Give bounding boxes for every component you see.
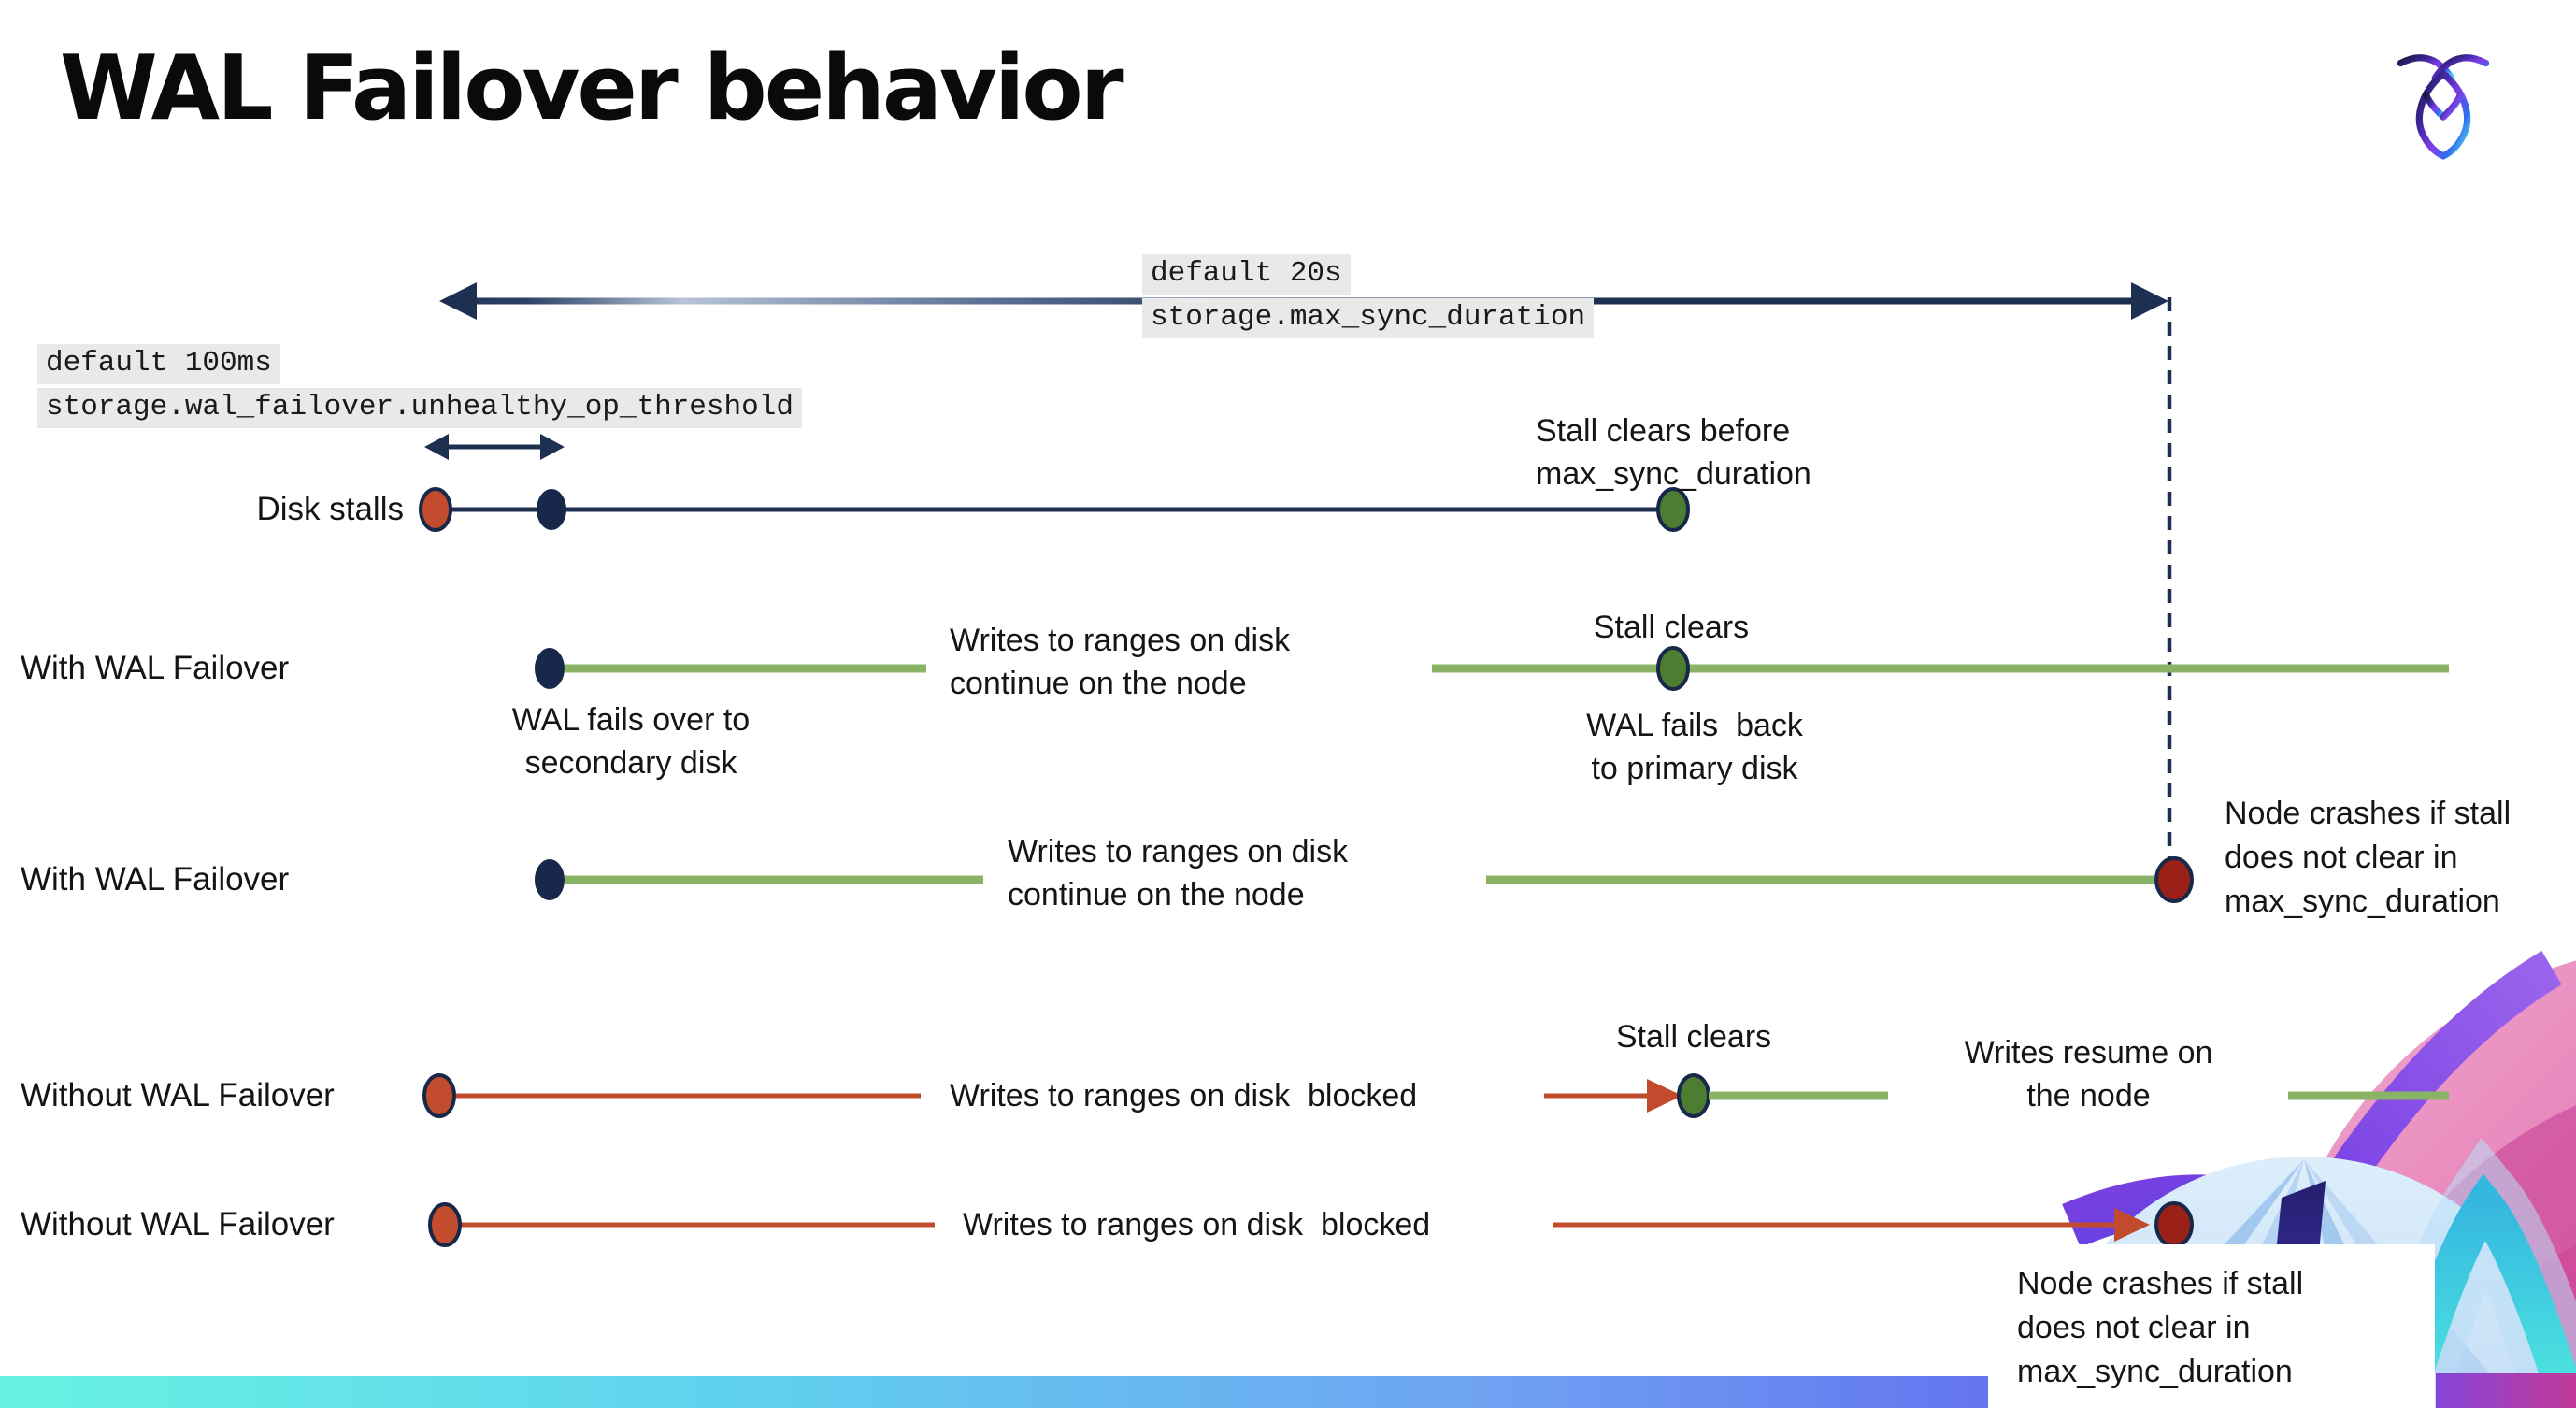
failover-dot	[535, 648, 565, 689]
annotation-wal-fails-back: WAL fails back to primary disk	[1586, 708, 1803, 786]
failover-trigger-dot	[537, 489, 566, 530]
max-sync-default: default 20s	[1142, 254, 1351, 295]
stall-clear-dot	[1677, 1073, 1710, 1118]
failover-dot	[535, 859, 565, 900]
row-label-without-wal-failover-2: Without WAL Failover	[21, 1206, 335, 1243]
annotation-writes-continue-2: Writes to ranges on disk continue on the…	[1008, 834, 1349, 912]
cockroachdb-logo-icon	[2397, 54, 2490, 160]
row-with-wal-failover-1	[535, 646, 2449, 691]
annotation-node-crashes-1: Node crashes if stall does not clear in …	[2225, 796, 2512, 919]
annotation-writes-resume: Writes resume on the node	[1964, 1035, 2213, 1113]
stall-start-dot	[422, 1073, 456, 1118]
annotation-writes-blocked-2: Writes to ranges on disk blocked	[963, 1207, 1431, 1243]
unhealthy-op-threshold-arrow	[424, 434, 565, 460]
blocked-arrowhead	[2114, 1208, 2150, 1242]
row-label-disk-stalls: Disk stalls	[256, 491, 404, 527]
stall-clear-dot	[1656, 646, 1690, 691]
max-sync-setting: storage.max_sync_duration	[1142, 298, 1595, 338]
stall-start-dot	[428, 1202, 462, 1247]
page-title: WAL Failover behavior	[60, 37, 1124, 140]
max-sync-duration-label: default 20s storage.max_sync_duration	[1142, 254, 1595, 342]
annotation-wal-fails-over: WAL fails over to secondary disk	[511, 702, 751, 781]
row-with-wal-failover-2	[535, 856, 2194, 903]
unhealthy-op-threshold-label: default 100ms storage.wal_failover.unhea…	[37, 344, 802, 432]
row-without-wal-failover-2	[428, 1201, 2194, 1248]
row-label-with-wal-failover-1: With WAL Failover	[21, 650, 290, 686]
row-without-wal-failover-1	[422, 1073, 2449, 1118]
stall-clear-dot	[1656, 487, 1690, 532]
annotation-stall-clears-2: Stall clears	[1615, 1019, 1772, 1055]
annotation-stall-clears-1: Stall clears	[1593, 610, 1750, 645]
annotation-stall-clears-before: Stall clears before max_sync_duration	[1536, 413, 1811, 492]
annotation-writes-blocked-1: Writes to ranges on disk blocked	[950, 1078, 1418, 1113]
row-disk-stalls	[419, 487, 1690, 532]
crash-note-box: Node crashes if stall does not clear in …	[1988, 1244, 2435, 1408]
node-crash-dot	[2154, 1201, 2194, 1248]
unhealthy-op-default: default 100ms	[37, 344, 280, 384]
unhealthy-op-setting: storage.wal_failover.unhealthy_op_thresh…	[37, 388, 802, 428]
node-crash-dot	[2154, 856, 2194, 903]
annotation-writes-continue-1: Writes to ranges on disk continue on the…	[950, 623, 1291, 701]
annotation-node-crashes-2: Node crashes if stall does not clear in …	[2017, 1266, 2304, 1389]
row-label-with-wal-failover-2: With WAL Failover	[21, 861, 290, 898]
row-label-without-wal-failover-1: Without WAL Failover	[21, 1077, 335, 1113]
blocked-arrowhead	[1647, 1079, 1682, 1113]
stall-start-dot	[419, 487, 452, 532]
